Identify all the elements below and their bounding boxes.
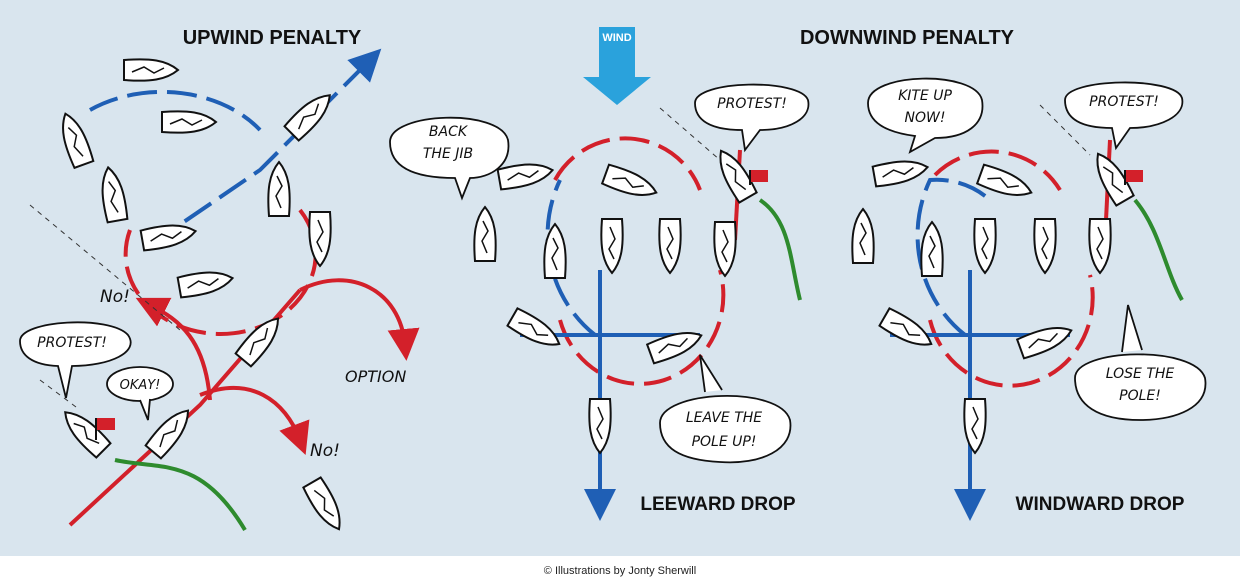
boat-upwind-10 bbox=[234, 310, 288, 368]
boat-leeward-7 bbox=[713, 221, 737, 277]
bubble-protest-right: PROTEST! bbox=[1064, 81, 1184, 151]
leeward-inner-red bbox=[558, 269, 726, 386]
windward-drop-title: WINDWARD DROP bbox=[1016, 494, 1185, 515]
option-arrow bbox=[299, 278, 420, 361]
wind-indicator: WIND bbox=[583, 27, 651, 105]
boat-upwind-6 bbox=[283, 86, 339, 142]
boat-windward-7 bbox=[1088, 218, 1112, 274]
bubble-okay: OKAY! bbox=[106, 366, 174, 421]
boat-upwind-8 bbox=[308, 211, 332, 267]
boat-upwind-1 bbox=[123, 58, 179, 82]
bubble-back-jib: BACK THE JIB bbox=[389, 116, 510, 201]
bubble-okay-text: OKAY! bbox=[120, 378, 161, 393]
no-arrow-bottom bbox=[199, 385, 310, 455]
boat-windward-5 bbox=[973, 218, 997, 274]
wind-label: WIND bbox=[602, 32, 631, 44]
protest-flag-upwind bbox=[95, 418, 115, 440]
upwind-course-arrow bbox=[148, 48, 382, 247]
penalty-diagram: UPWIND PENALTY No! No! bbox=[19, 27, 1207, 536]
leeward-drop: BACK THE JIB PROTEST! LEAVE THE POLE UP!… bbox=[389, 83, 810, 521]
windward-inner-red bbox=[928, 274, 1095, 388]
boat-leeward-8 bbox=[506, 306, 566, 355]
boat-windward-4 bbox=[920, 221, 944, 277]
bubble-protest-mid: PROTEST! bbox=[694, 83, 810, 153]
bubble-back-jib-text-1: BACK bbox=[429, 124, 469, 140]
boat-windward-9 bbox=[1015, 319, 1076, 360]
boat-upwind-2 bbox=[54, 109, 95, 170]
boat-windward-2 bbox=[871, 155, 931, 189]
protest-flag-windward bbox=[1124, 170, 1143, 185]
no-arrow-top bbox=[135, 297, 212, 401]
boat-upwind-bottom bbox=[301, 476, 350, 536]
illustration-credit: © Illustrations by Jonty Sherwill bbox=[543, 565, 697, 577]
bubble-leave-pole-text-1: LEAVE THE bbox=[686, 410, 762, 426]
boat-upwind-7 bbox=[267, 161, 291, 217]
bubble-protest-left-text: PROTEST! bbox=[37, 335, 107, 351]
boat-leeward-2 bbox=[496, 158, 556, 192]
windward-drop: KITE UP NOW! PROTEST! LOSE THE POLE! WIN… bbox=[851, 77, 1207, 521]
boat-leeward-4 bbox=[543, 223, 567, 279]
boat-windward-3 bbox=[975, 163, 1036, 204]
windward-green-track bbox=[1133, 198, 1184, 301]
bubble-protest-right-text: PROTEST! bbox=[1089, 94, 1159, 110]
boat-windward-1 bbox=[851, 208, 875, 264]
boat-windward-8 bbox=[878, 306, 938, 355]
boat-upwind-3 bbox=[161, 110, 217, 134]
bubble-leave-pole-text-2: POLE UP! bbox=[692, 434, 757, 450]
leeward-drop-title: LEEWARD DROP bbox=[640, 494, 796, 515]
boat-upwind-5 bbox=[139, 219, 199, 253]
wind-arrow-icon bbox=[583, 27, 651, 105]
upwind-dashed-line-2 bbox=[39, 379, 81, 411]
leeward-green-track bbox=[758, 198, 802, 301]
leeward-circle-red bbox=[553, 136, 702, 191]
bubble-protest-mid-text: PROTEST! bbox=[717, 96, 787, 112]
upwind-dashed-line-1 bbox=[29, 204, 181, 331]
boat-upwind-9 bbox=[176, 266, 236, 300]
upwind-title: UPWIND PENALTY bbox=[183, 27, 362, 49]
bubble-kite-up-text-2: NOW! bbox=[905, 110, 946, 126]
boat-leeward-6 bbox=[658, 218, 682, 274]
boat-leeward-3 bbox=[600, 163, 661, 204]
boat-windward-drop bbox=[963, 398, 987, 454]
upwind-green-track bbox=[114, 458, 247, 532]
bubble-protest-left: PROTEST! bbox=[19, 321, 132, 399]
bubble-kite-up: KITE UP NOW! bbox=[867, 77, 984, 154]
windward-circle-blue bbox=[915, 177, 992, 337]
leeward-dashed-line bbox=[659, 107, 721, 161]
protest-flag-leeward bbox=[749, 170, 768, 185]
boat-leeward-5 bbox=[600, 218, 624, 274]
bubble-kite-up-text-1: KITE UP bbox=[898, 88, 952, 104]
upwind-circle-blue bbox=[89, 89, 262, 132]
downwind-title: DOWNWIND PENALTY bbox=[800, 27, 1015, 49]
bubble-lose-pole: LOSE THE POLE! bbox=[1074, 304, 1207, 421]
option-label: OPTION bbox=[345, 367, 406, 386]
bubble-lose-pole-text-1: LOSE THE bbox=[1106, 366, 1175, 382]
no-label-top: No! bbox=[100, 287, 130, 307]
no-label-bottom: No! bbox=[310, 441, 340, 461]
boat-leeward-1 bbox=[473, 206, 497, 262]
bubble-lose-pole-text-2: POLE! bbox=[1119, 388, 1161, 404]
bubble-leave-pole: LEAVE THE POLE UP! bbox=[659, 354, 792, 464]
boat-okay bbox=[144, 402, 198, 460]
windward-circle-red bbox=[933, 149, 1062, 192]
boat-protesting bbox=[56, 403, 112, 459]
boat-leeward-drop bbox=[588, 398, 612, 454]
windward-dashed-line bbox=[1039, 104, 1091, 156]
boat-upwind-4 bbox=[96, 164, 130, 224]
boat-windward-6 bbox=[1033, 218, 1057, 274]
upwind-penalty: UPWIND PENALTY No! No! bbox=[19, 27, 420, 536]
bubble-back-jib-text-2: THE JIB bbox=[423, 146, 473, 162]
